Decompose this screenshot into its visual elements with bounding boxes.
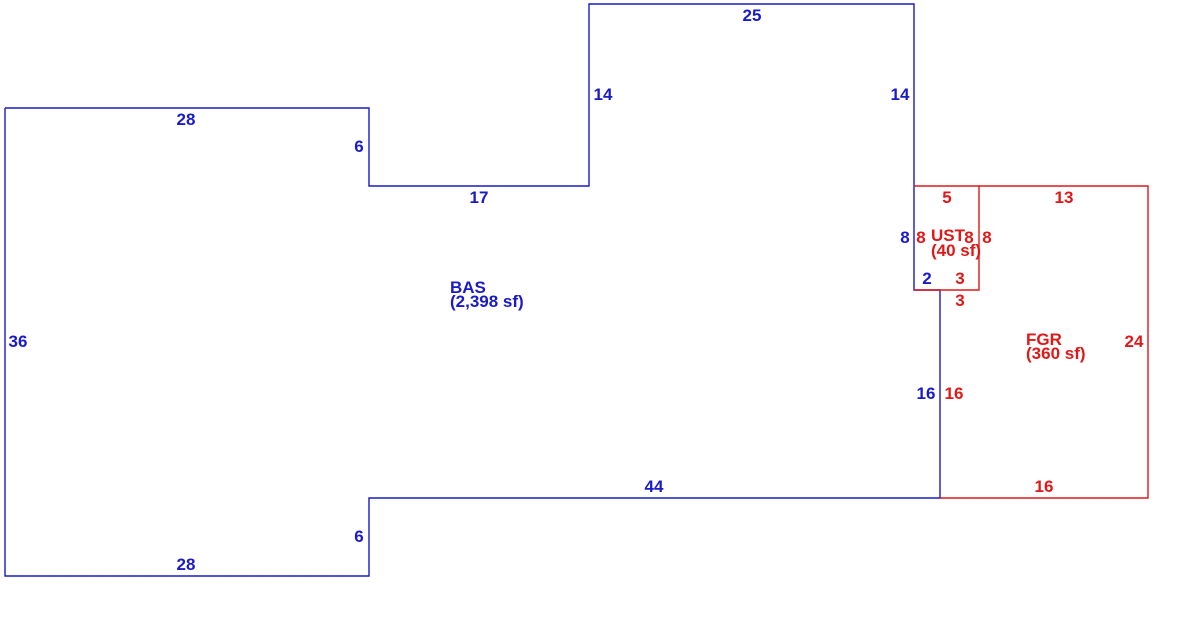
dim-ust-bottom: 3 (955, 269, 964, 288)
dim-fgr-notch: 3 (955, 291, 964, 310)
ust-outline (914, 185, 980, 291)
fgr-area-label: (360 sf) (1026, 344, 1086, 363)
dim-bas-bottom: 44 (645, 477, 664, 496)
ust-area-label: (40 sf) (931, 241, 981, 260)
dim-ust-left: 8 (916, 228, 925, 247)
dim-fgr-top: 13 (1055, 188, 1074, 207)
dim-fgr-left: 16 (945, 384, 964, 403)
dim-fgr-bottom: 16 (1035, 477, 1054, 496)
dim-bas-top-left: 28 (177, 110, 196, 129)
dim-bas-west: 36 (9, 332, 28, 351)
fgr-outline (940, 185, 1149, 499)
dim-fgr-left-upper: 8 (982, 228, 991, 247)
bas-area-label: (2,398 sf) (450, 292, 524, 311)
dim-ust-right: 8 (964, 228, 973, 247)
dim-bas-bottom-left: 28 (177, 555, 196, 574)
dim-bas-notch-bottom: 2 (922, 269, 931, 288)
dim-bas-up-left: 14 (594, 85, 613, 104)
fgr-code-label: FGR (1026, 330, 1062, 349)
bas-code-label: BAS (450, 278, 486, 297)
dim-bas-top: 25 (743, 6, 762, 25)
dim-fgr-right: 24 (1125, 332, 1144, 351)
dim-ust-top: 5 (942, 188, 951, 207)
dim-bas-step-top: 17 (470, 188, 489, 207)
dim-bas-step-left: 6 (354, 137, 363, 156)
dim-bas-east-lower: 16 (917, 384, 936, 403)
dim-bas-up-right: 14 (891, 85, 910, 104)
ust-code-label: UST (931, 226, 966, 245)
dim-bas-step-bottom: 6 (354, 527, 363, 546)
dim-bas-east-notch: 8 (900, 228, 909, 247)
